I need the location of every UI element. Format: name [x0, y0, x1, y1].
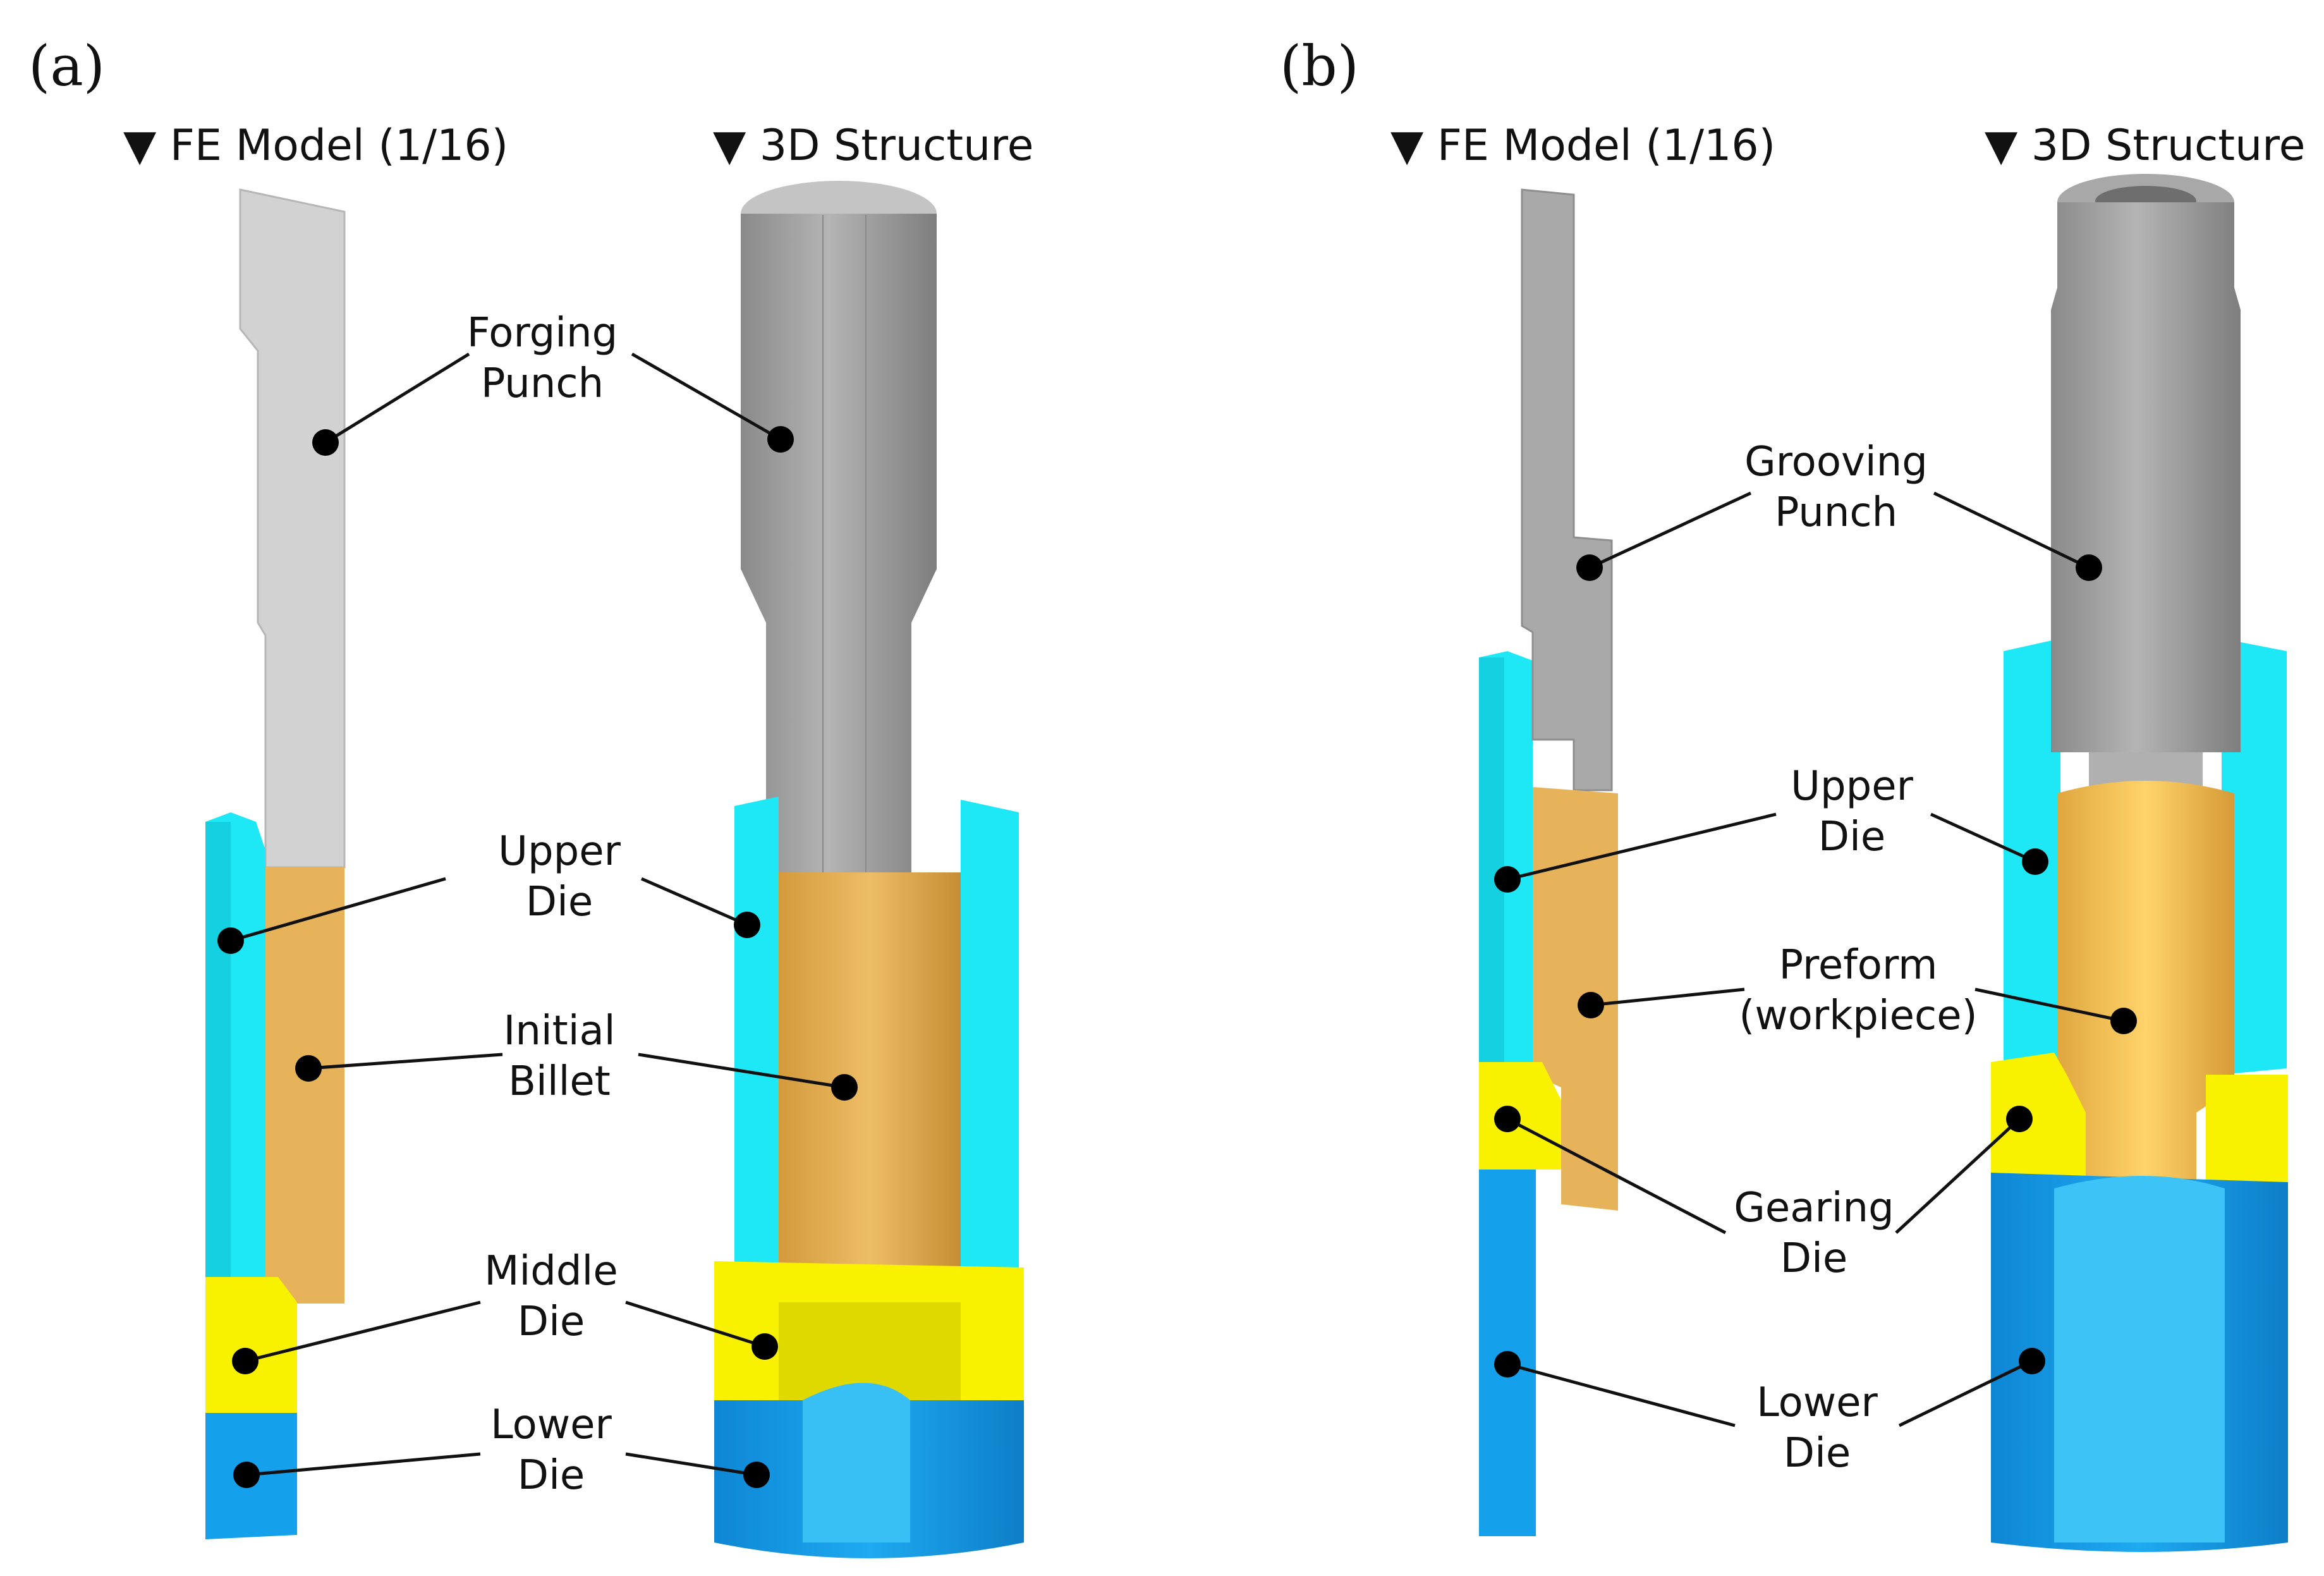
leader-gearing-die-3d-b: [1895, 1118, 2021, 1234]
dot-initial-billet-fe-a: [295, 1055, 322, 1082]
dot-upper-die-fe-a: [217, 927, 244, 954]
label-grooving-punch-l1-b: Grooving: [1744, 439, 1928, 486]
gearing-die-left-b: [1991, 1053, 2086, 1182]
fe-model-header-a: ▼ FE Model (1/16): [123, 121, 508, 171]
lower-die-bore-b: [2054, 1176, 2225, 1542]
leader-preform-fe-b: [1590, 987, 1745, 1007]
dot-middle-die-3d-a: [751, 1333, 778, 1360]
leader-initial-billet-3d-a: [638, 1053, 845, 1089]
dot-grooving-punch-fe-b: [1576, 554, 1603, 581]
panel-letter-b: (b): [1280, 34, 1359, 99]
labels-a: Forging Punch Upper Die Initial Billet M…: [217, 310, 858, 1499]
fe-model-b: [1479, 188, 1618, 1536]
leader-lower-die-3d-b: [1898, 1359, 2033, 1427]
leader-lower-die-3d-a: [625, 1452, 757, 1477]
leader-initial-billet-fe-a: [308, 1053, 503, 1070]
dot-upper-die-fe-b: [1494, 866, 1521, 893]
panel-letter-a: (a): [28, 34, 105, 99]
label-lower-die-l2-a: Die: [518, 1452, 585, 1499]
leader-forging-punch-3d-a: [631, 352, 782, 441]
structure-header-b: ▼ 3D Structure: [1985, 121, 2305, 171]
fe-upper-die-b-edge: [1479, 657, 1504, 1062]
leader-upper-die-3d-b: [1930, 812, 2036, 864]
dot-forging-punch-fe-a: [312, 429, 339, 456]
punch-3d-b: [2051, 202, 2241, 752]
lower-die-bore-a: [803, 1383, 910, 1542]
dot-lower-die-fe-a: [233, 1462, 260, 1488]
label-forging-punch-l2-a: Punch: [481, 360, 604, 407]
leader-upper-die-3d-a: [640, 877, 748, 927]
fe-forging-punch-a: [239, 188, 346, 869]
leader-gearing-die-fe-b: [1506, 1117, 1727, 1235]
structure-3d-a: [714, 181, 1024, 1558]
label-upper-die-l2-b: Die: [1818, 814, 1885, 860]
dot-lower-die-3d-a: [743, 1462, 770, 1488]
label-upper-die-l1-a: Upper: [498, 828, 621, 875]
leader-middle-die-fe-a: [245, 1300, 481, 1363]
leader-lower-die-fe-a: [246, 1452, 481, 1477]
gearing-die-right-b: [2206, 1075, 2288, 1188]
dot-middle-die-fe-a: [232, 1348, 259, 1374]
label-gearing-die-l2-b: Die: [1780, 1235, 1847, 1282]
fe-grooving-punch-b: [1521, 188, 1613, 791]
dot-gearing-die-fe-b: [1494, 1106, 1521, 1132]
dot-upper-die-3d-b: [2022, 848, 2048, 875]
dot-upper-die-3d-a: [734, 912, 760, 938]
dot-lower-die-fe-b: [1494, 1351, 1521, 1377]
leader-grooving-punch-3d-b: [1933, 491, 2090, 570]
label-gearing-die-l1-b: Gearing: [1734, 1185, 1894, 1231]
leader-preform-3d-b: [1974, 987, 2124, 1023]
labels-b: Grooving Punch Upper Die Preform (workpi…: [1494, 439, 2137, 1477]
leader-lower-die-fe-b: [1507, 1362, 1736, 1427]
upper-die-right-a: [961, 800, 1019, 1283]
label-preform-l2-b: (workpiece): [1739, 993, 1977, 1039]
punch-3d-a: [741, 214, 937, 876]
fe-billet-a: [265, 867, 344, 1304]
fe-preform-b: [1533, 787, 1618, 1211]
dot-initial-billet-3d-a: [831, 1074, 858, 1101]
dot-preform-3d-b: [2110, 1008, 2137, 1034]
fe-model-a: [205, 188, 346, 1539]
label-upper-die-l1-b: Upper: [1791, 763, 1913, 810]
panel-b: (b) ▼ FE Model (1/16) ▼ 3D Structure: [1280, 34, 2305, 1552]
structure-header-a: ▼ 3D Structure: [713, 121, 1033, 171]
label-lower-die-l1-a: Lower: [490, 1402, 612, 1448]
label-middle-die-l1-a: Middle: [484, 1248, 618, 1295]
leader-forging-punch-fe-a: [324, 352, 470, 444]
leader-grooving-punch-fe-b: [1588, 491, 1752, 570]
label-lower-die-l1-b: Lower: [1756, 1379, 1878, 1426]
billet-3d-a: [779, 872, 961, 1315]
dot-preform-fe-b: [1578, 992, 1604, 1018]
fe-middle-die-a: [205, 1277, 297, 1413]
dot-forging-punch-3d-a: [767, 426, 794, 453]
dot-lower-die-3d-b: [2019, 1348, 2045, 1374]
upper-die-left-a: [734, 797, 779, 1283]
label-middle-die-l2-a: Die: [518, 1298, 585, 1345]
preform-3d-b: [2057, 781, 2234, 1203]
label-initial-billet-l1-a: Initial: [503, 1008, 615, 1054]
label-preform-l1-b: Preform: [1779, 942, 1938, 989]
leader-upper-die-fe-a: [230, 877, 446, 943]
label-lower-die-l2-b: Die: [1784, 1430, 1851, 1477]
leader-upper-die-fe-b: [1507, 812, 1777, 881]
dot-gearing-die-3d-b: [2006, 1106, 2033, 1132]
label-grooving-punch-l2-b: Punch: [1775, 489, 1897, 536]
leader-middle-die-3d-a: [625, 1300, 765, 1348]
fe-upper-die-a-edge: [205, 822, 231, 1277]
dot-grooving-punch-3d-b: [2076, 554, 2102, 581]
label-forging-punch-l1-a: Forging: [467, 310, 618, 357]
label-initial-billet-l2-a: Billet: [508, 1058, 611, 1105]
panel-a: (a) ▼ FE Model (1/16) ▼ 3D Structure: [28, 34, 1033, 1558]
middle-die-inner-a: [779, 1302, 961, 1400]
label-upper-die-l2-a: Die: [526, 879, 593, 925]
fe-model-header-b: ▼ FE Model (1/16): [1390, 121, 1775, 171]
